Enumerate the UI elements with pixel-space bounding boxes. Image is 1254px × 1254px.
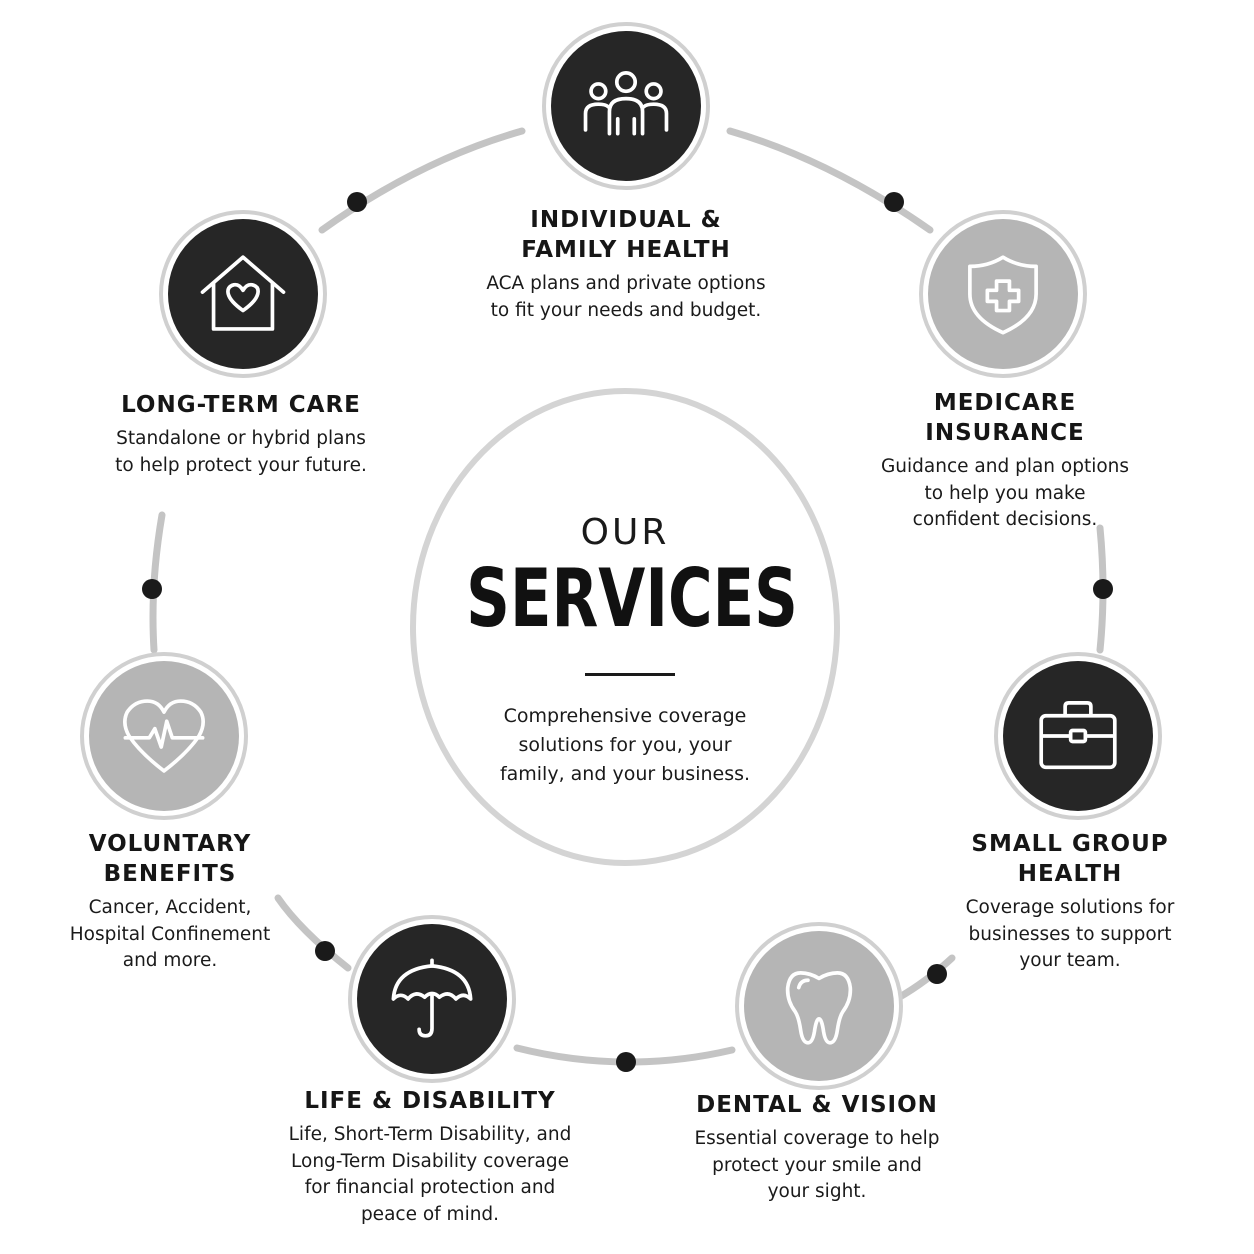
ring-dot (1093, 579, 1113, 599)
service-description: Cancer, Accident, Hospital Confinement a… (69, 897, 271, 971)
service-node-life-disability[interactable] (348, 915, 516, 1083)
ring-arc (726, 127, 934, 234)
house-heart-icon (200, 255, 286, 331)
ring-dot (347, 192, 367, 212)
center-circle: OUR SERVICES Comprehensive coverage solu… (410, 388, 840, 866)
ring-dot (315, 941, 335, 961)
ring-dot (142, 579, 162, 599)
service-title: DENTAL & VISION (696, 1092, 938, 1118)
service-description: Life, Short-Term Disability, and Long-Te… (288, 1124, 572, 1225)
shield-plus-icon (968, 255, 1038, 335)
service-node-small-group[interactable] (994, 652, 1162, 820)
service-node-individual-family[interactable] (542, 22, 710, 190)
service-node-voluntary-benefits[interactable] (80, 652, 248, 820)
briefcase-icon (1039, 701, 1117, 770)
ring-dot (927, 964, 947, 984)
center-kicker: OUR (580, 512, 670, 553)
ring-arc (318, 127, 526, 234)
service-long-term-care: LONG-TERM CARE Standalone or hybrid plan… (110, 390, 372, 479)
service-description: ACA plans and private options to fit you… (486, 273, 766, 321)
service-description: Standalone or hybrid plans to help prote… (115, 428, 367, 476)
service-title: VOLUNTARY BENEFITS (88, 831, 252, 887)
service-title: SMALL GROUP HEALTH (971, 831, 1169, 887)
service-description: Coverage solutions for businesses to sup… (965, 897, 1175, 971)
heartbeat-icon (123, 699, 205, 773)
service-title: LIFE & DISABILITY (304, 1088, 556, 1114)
service-description: Guidance and plan options to help you ma… (880, 456, 1130, 530)
title-divider (585, 673, 675, 676)
umbrella-icon (391, 958, 473, 1038)
service-dental-vision: DENTAL & VISION Essential coverage to he… (692, 1090, 942, 1206)
family-group-icon (583, 71, 669, 136)
service-small-group: SMALL GROUP HEALTH Coverage solutions fo… (945, 829, 1195, 975)
service-title: MEDICARE INSURANCE (925, 390, 1085, 446)
center-subtitle: Comprehensive coverage solutions for you… (499, 705, 751, 785)
service-node-dental-vision[interactable] (735, 922, 903, 1090)
service-life-disability: LIFE & DISABILITY Life, Short-Term Disab… (285, 1086, 575, 1228)
service-title: LONG-TERM CARE (121, 392, 361, 418)
service-individual-family: INDIVIDUAL & FAMILY HEALTH ACA plans and… (480, 205, 772, 324)
center-title: SERVICES (466, 552, 798, 645)
ring-arc (894, 954, 956, 1002)
ring-dot (616, 1052, 636, 1072)
service-medicare: MEDICARE INSURANCE Guidance and plan opt… (880, 388, 1130, 534)
ring-arc (274, 894, 352, 972)
service-description: Essential coverage to help protect your … (694, 1128, 940, 1202)
service-voluntary-benefits: VOLUNTARY BENEFITS Cancer, Accident, Hos… (55, 829, 285, 975)
service-node-long-term-care[interactable] (159, 210, 327, 378)
service-node-medicare[interactable] (919, 210, 1087, 378)
service-title: INDIVIDUAL & FAMILY HEALTH (521, 207, 731, 263)
tooth-icon (785, 971, 853, 1045)
ring-dot (884, 192, 904, 212)
